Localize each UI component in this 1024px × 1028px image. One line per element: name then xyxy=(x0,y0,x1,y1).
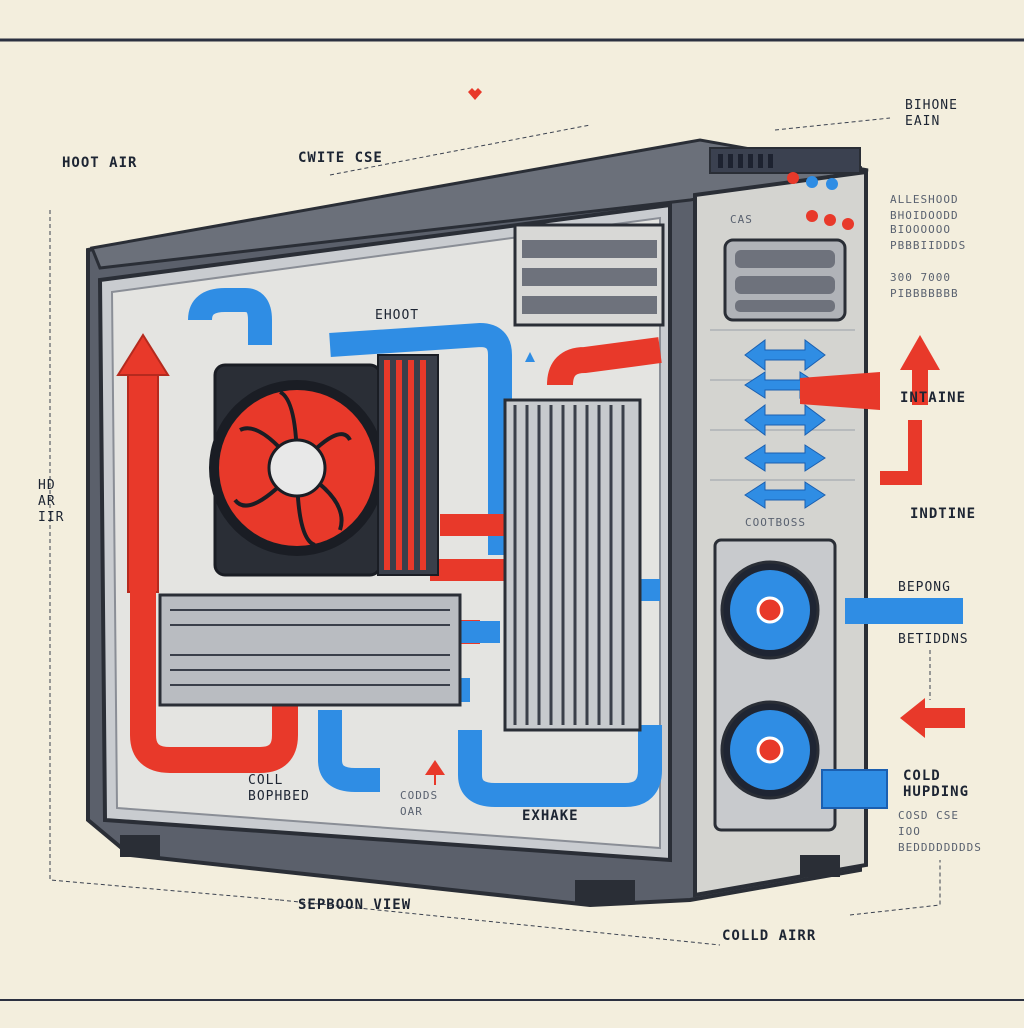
cold-label-right: COLD HUPDING xyxy=(903,768,970,800)
bottom-view-label: SEPBOON VIEW xyxy=(298,897,412,913)
spec-label-2: BIOOOOOO PBBBIIDDDS xyxy=(890,223,967,252)
bottom-right-label-1: BEPONG xyxy=(898,580,951,595)
side-airflow-arrows xyxy=(425,88,965,809)
radiator xyxy=(503,398,642,732)
spec-label-3: 300 7000 PIBBBBBBB xyxy=(890,271,959,300)
intake-label-2: INDTINE xyxy=(910,506,977,522)
cpu-heatsink xyxy=(377,354,439,576)
cold-air-bottom-label: COLLD AIRR xyxy=(722,928,817,944)
cpu-cooler-fan xyxy=(209,363,385,577)
guide-lines xyxy=(49,117,941,946)
controls-label: COOTBOSS xyxy=(745,516,806,529)
front-fans xyxy=(713,538,837,832)
left-hot-pipe xyxy=(116,333,298,773)
airflow-arrows-front xyxy=(744,339,826,509)
cold-small-label: COSD CSE IOO BEDDDDDDDDS xyxy=(898,809,982,854)
side-hot-label: HD AR IIR xyxy=(38,478,65,525)
hot-air-label: HOOT AIR xyxy=(62,155,138,171)
bottom-right-label-2: BETIDDNS xyxy=(898,632,969,647)
drive-bay xyxy=(513,223,665,327)
exhake-label: EXHAKE xyxy=(522,808,579,824)
spec-label-1: ALLESHOOD BHOIDOODD xyxy=(890,193,959,222)
cold-bottom-label: COLL BOPHBED xyxy=(248,773,310,804)
vent-label: CAS xyxy=(730,213,753,226)
exhaust-top-label: EHOOT xyxy=(375,308,420,323)
graphics-card xyxy=(158,593,462,707)
case-title-label: CWITE CSE xyxy=(298,150,383,166)
front-panel-controls xyxy=(709,147,861,322)
top-right-label: BIHONE EAIN xyxy=(905,98,958,129)
intake-label: INTAINE xyxy=(900,390,967,406)
cold-air-small-label: CODDS OAR xyxy=(400,789,439,818)
